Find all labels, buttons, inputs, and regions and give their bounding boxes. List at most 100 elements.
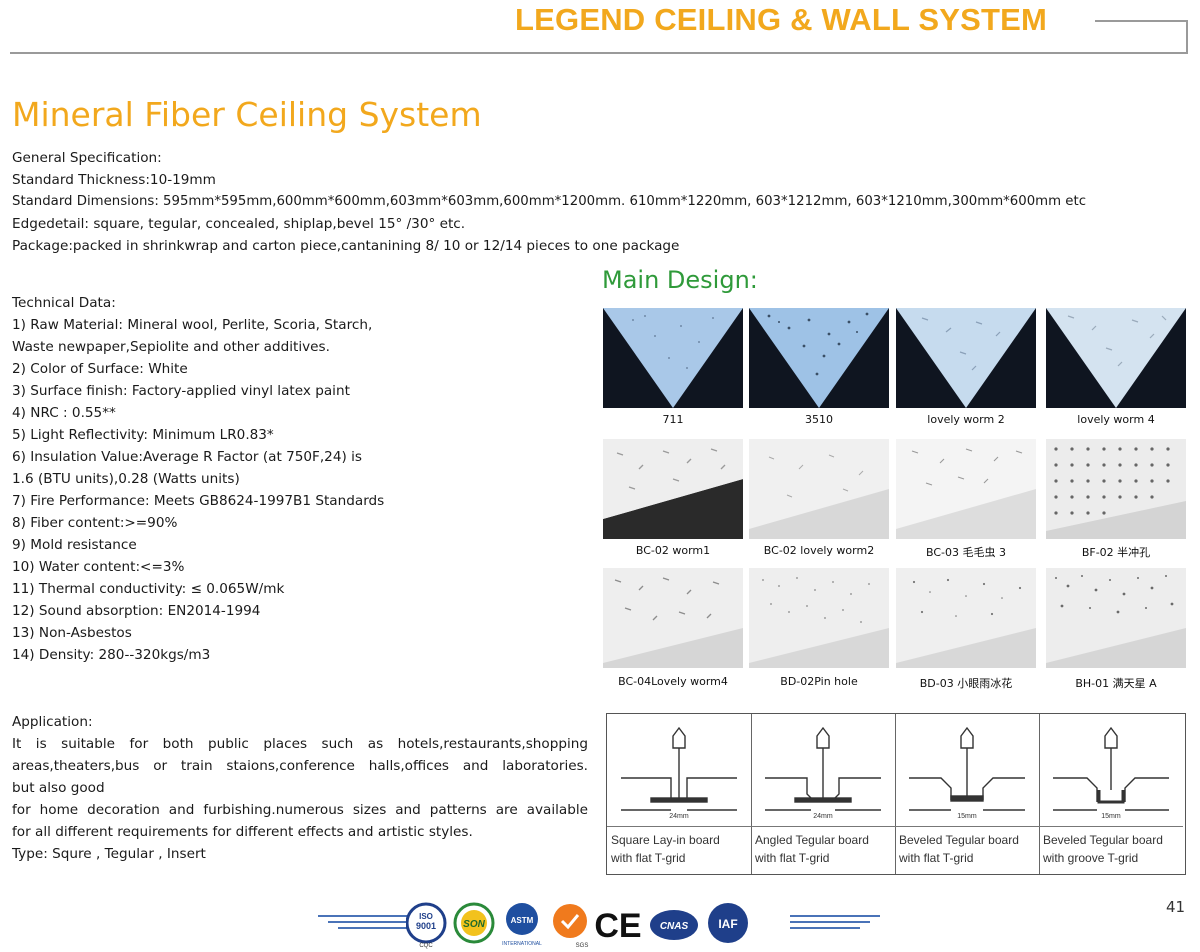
astm-sub-text: INTERNATIONAL: [502, 941, 542, 947]
page-number: 41: [1166, 898, 1186, 916]
design-photo: [749, 568, 889, 668]
tech-line: 7) Fire Performance: Meets GB8624-1997B1…: [12, 493, 385, 509]
design-caption: BD-03 小眼雨冰花: [919, 677, 1013, 690]
sgs-text: SGS: [576, 943, 589, 949]
iso-logo: ISO 9001 CQC: [406, 902, 447, 949]
edge-detail-line: with flat T-grid: [899, 851, 974, 865]
edge-detail-panel: 15mm Beveled Tegular board with flat T-g…: [895, 714, 1040, 874]
ce-logo: CE: [594, 907, 641, 945]
tech-line: 12) Sound absorption: EN2014-1994: [12, 603, 261, 619]
son-logo: SON: [453, 902, 495, 944]
tech-line: 2) Color of Surface: White: [12, 361, 188, 377]
application-line: but also good: [12, 780, 105, 796]
edge-detail-label: Angled Tegular board with flat T-grid: [751, 826, 895, 873]
tech-line: 5) Light Reflectivity: Minimum LR0.83*: [12, 427, 274, 443]
tech-line: 1) Raw Material: Mineral wool, Perlite, …: [12, 317, 373, 333]
design-photo: [896, 308, 1036, 408]
spec-line: Standard Thickness:10-19mm: [12, 172, 216, 188]
header-rule-bottom: [10, 52, 1188, 54]
design-caption: lovely worm 4: [1077, 413, 1155, 426]
astm-text: ASTM: [511, 916, 534, 925]
application-line: Type: Squre , Tegular , Insert: [12, 846, 206, 862]
edge-detail-panel: 15mm Beveled Tegular board with groove T…: [1039, 714, 1183, 874]
design-caption: BC-03 毛毛虫 3: [926, 546, 1006, 559]
tech-line: 13) Non-Asbestos: [12, 625, 132, 641]
application-line: for home decoration and furbishing.numer…: [12, 802, 588, 818]
header-rule-vertical: [1186, 20, 1188, 52]
tech-line: 6) Insulation Value:Average R Factor (at…: [12, 449, 362, 465]
design-photo: [1046, 568, 1186, 668]
design-caption: BC-02 lovely worm2: [763, 544, 875, 557]
tech-line: 10) Water content:<=3%: [12, 559, 185, 575]
tech-line: 14) Density: 280--320kgs/m3: [12, 647, 211, 663]
cnas-logo: CNAS: [650, 910, 698, 940]
design-photo: [603, 568, 743, 668]
design-photo: [749, 308, 889, 408]
application-section: Application: It is suitable for both pub…: [12, 711, 588, 865]
design-photo: [1046, 308, 1186, 408]
edge-detail-line: Beveled Tegular board: [1043, 833, 1163, 847]
design-caption: lovely worm 2: [927, 413, 1005, 426]
spec-line: General Specification:: [12, 150, 162, 166]
astm-logo: ASTM INTERNATIONAL: [502, 903, 542, 947]
design-caption: BD-02Pin hole: [780, 675, 858, 688]
cqc-text: CQC: [419, 943, 433, 949]
design-photo: [603, 439, 743, 539]
edge-detail-label: Beveled Tegular board with flat T-grid: [895, 826, 1039, 873]
edge-detail-line: Square Lay-in board: [611, 833, 720, 847]
design-photo: [896, 568, 1036, 668]
sgs-logo: SGS: [553, 904, 588, 949]
design-photo: [896, 439, 1036, 539]
edge-detail-label: Beveled Tegular board with groove T-grid: [1039, 826, 1183, 873]
header-rule: [1095, 20, 1187, 22]
spec-line: Package:packed in shrinkwrap and carton …: [12, 238, 680, 254]
spec-line: Edgedetail: square, tegular, concealed, …: [12, 216, 466, 232]
design-photo: [749, 439, 889, 539]
technical-data: Technical Data: 1) Raw Material: Mineral…: [12, 292, 432, 666]
tech-line: Technical Data:: [12, 295, 116, 311]
son-text: SON: [463, 919, 485, 930]
square-lay-in-diagram: 24mm: [621, 726, 737, 820]
tech-line: Waste newpaper,Sepiolite and other addit…: [12, 339, 330, 355]
edge-detail-line: Beveled Tegular board: [899, 833, 1019, 847]
dimension-label: 24mm: [669, 813, 689, 820]
dimension-label: 24mm: [813, 813, 833, 820]
cnas-text: CNAS: [660, 921, 689, 932]
iaf-text: IAF: [718, 917, 737, 931]
dimension-label: 15mm: [1101, 813, 1121, 820]
certification-logos: ISO 9001 CQC SON ASTM INTERNATIONAL SGS …: [318, 897, 880, 949]
edge-detail-line: with groove T-grid: [1043, 851, 1139, 865]
decorative-bars-right: [790, 915, 880, 933]
edge-detail-diagrams: 24mm Square Lay-in board with flat T-gri…: [606, 713, 1186, 875]
page-title: Mineral Fiber Ceiling System: [12, 95, 482, 134]
ce-text: CE: [594, 907, 641, 945]
edge-detail-line: with flat T-grid: [755, 851, 830, 865]
angled-tegular-diagram: 24mm: [765, 726, 881, 820]
spec-line: Standard Dimensions: 595mm*595mm,600mm*6…: [12, 194, 1087, 209]
tech-line: 1.6 (BTU units),0.28 (Watts units): [12, 471, 240, 487]
edge-detail-label: Square Lay-in board with flat T-grid: [607, 826, 751, 873]
iso-text: ISO: [419, 912, 433, 921]
edge-detail-line: with flat T-grid: [611, 851, 686, 865]
application-line: for all different requirements for diffe…: [12, 824, 473, 840]
general-specification: General Specification: Standard Thicknes…: [12, 147, 1192, 257]
brand-title: LEGEND CEILING & WALL SYSTEM: [515, 2, 1048, 37]
application-heading: Application:: [12, 714, 93, 730]
edge-detail-panel: 24mm Square Lay-in board with flat T-gri…: [607, 714, 752, 874]
certification-badges: ISO 9001 CQC SON ASTM INTERNATIONAL SGS …: [406, 902, 748, 949]
iso-number: 9001: [416, 921, 436, 931]
edge-detail-panel: 24mm Angled Tegular board with flat T-gr…: [751, 714, 896, 874]
iaf-logo: IAF: [708, 903, 748, 943]
decorative-bars-left: [318, 915, 408, 933]
tech-line: 4) NRC : 0.55**: [12, 405, 116, 421]
main-design-heading: Main Design:: [602, 266, 758, 294]
design-photo: [1046, 439, 1186, 539]
groove-tegular-diagram: 15mm: [1053, 726, 1169, 820]
application-line: areas,theaters,bus or train staions,conf…: [12, 758, 588, 774]
beveled-tegular-diagram: 15mm: [909, 726, 1025, 820]
design-caption: BH-01 满天星 A: [1075, 677, 1157, 690]
design-caption: BC-04Lovely worm4: [618, 675, 728, 688]
design-photo: [603, 308, 743, 408]
design-caption: 711: [662, 413, 684, 426]
dimension-label: 15mm: [957, 813, 977, 820]
